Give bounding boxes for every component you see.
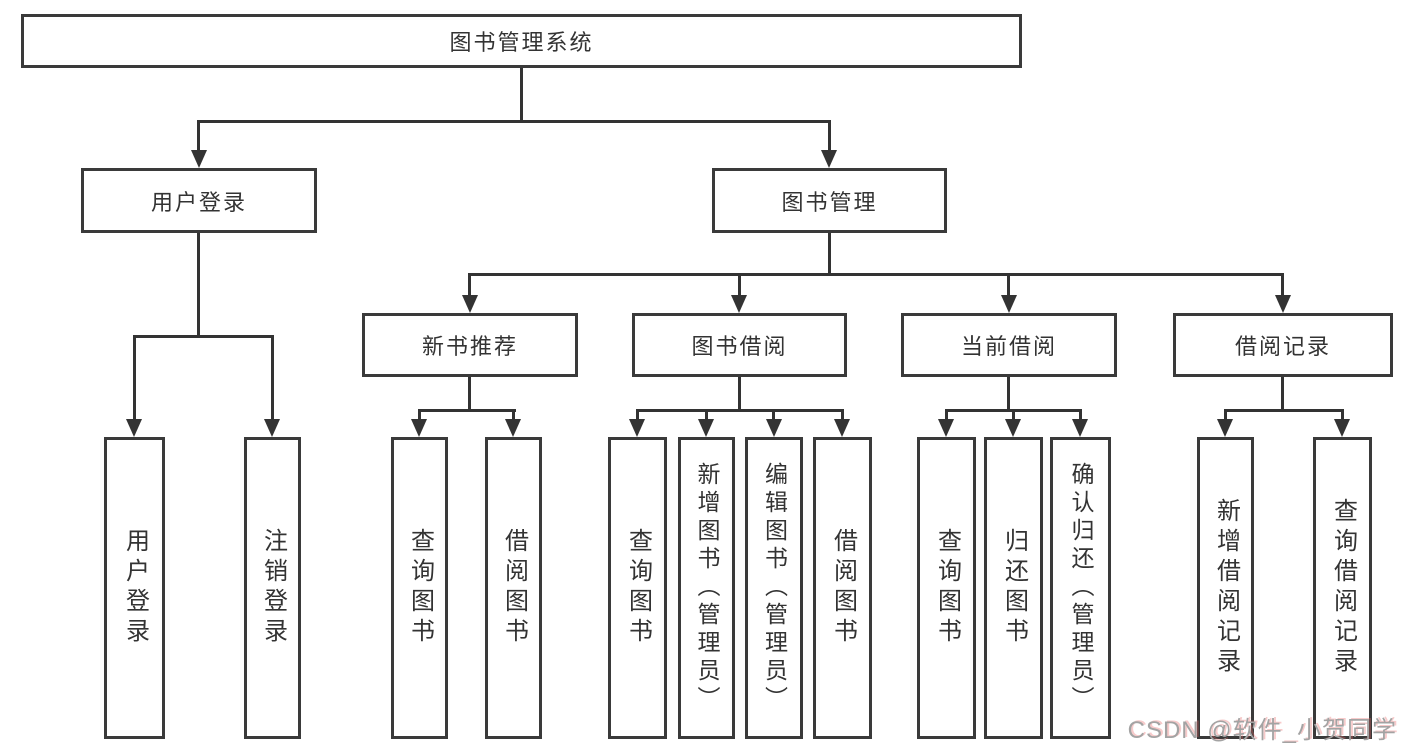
node-label: 借阅图书 (829, 528, 857, 648)
arrowhead-br-query (1334, 419, 1350, 437)
node-user-login: 用户登录 (81, 168, 317, 233)
node-book-management: 图书管理 (712, 168, 947, 233)
arrowhead-cb-confirm (1072, 419, 1088, 437)
node-label: 注销登录 (259, 528, 287, 648)
node-label: 当前借阅 (960, 334, 1057, 359)
leaf-user-login: 用户登录 (104, 437, 165, 739)
leaf-cb-confirm-return-admin: 确认归还（管理员） (1050, 437, 1111, 739)
node-label: 新增图书（管理员） (694, 462, 720, 714)
arrowhead-logout-leaf (264, 419, 280, 437)
arrowhead-user-login (191, 150, 207, 168)
arrowhead-login-leaf (126, 419, 142, 437)
edge-book-mgmt-stem (828, 233, 831, 276)
node-label: 图书借阅 (691, 334, 788, 359)
edge-drop-cb-query (945, 412, 948, 422)
edge-root-stem (520, 68, 523, 123)
arrowhead-borrow-records (1275, 295, 1291, 313)
leaf-bb-borrow-books: 借阅图书 (813, 437, 872, 739)
edge-user-login-rail (133, 335, 274, 338)
edge-drop-br-query (1341, 412, 1344, 422)
edge-drop-bb-edit (772, 412, 775, 422)
node-label: 确认归还（管理员） (1068, 462, 1094, 714)
leaf-logout: 注销登录 (244, 437, 301, 739)
node-label: 查询图书 (406, 528, 434, 648)
edge-book-mgmt-rail (468, 273, 1284, 276)
edge-book-borrow-rail (636, 409, 844, 412)
node-label: 用户登录 (150, 189, 247, 215)
edge-drop-cb-confirm (1079, 412, 1082, 422)
edge-current-borrow-rail (945, 409, 1082, 412)
edge-root-rail (197, 120, 831, 123)
leaf-nb-borrow-books: 借阅图书 (485, 437, 542, 739)
node-borrow-records: 借阅记录 (1173, 313, 1393, 377)
arrowhead-bb-add (698, 419, 714, 437)
arrowhead-nb-borrow (505, 419, 521, 437)
node-label: 借阅图书 (500, 528, 528, 648)
csdn-watermark: CSDN @软件_小贺同学 (1127, 717, 1397, 744)
leaf-br-add-record: 新增借阅记录 (1197, 437, 1254, 739)
edge-borrow-records-stem (1281, 377, 1284, 412)
edge-book-borrow-stem (738, 377, 741, 412)
edge-drop-cb-return (1012, 412, 1015, 422)
node-label: 归还图书 (1000, 528, 1028, 648)
edge-drop-book-borrow (738, 276, 741, 297)
leaf-cb-return-books: 归还图书 (984, 437, 1043, 739)
node-new-book-recommend: 新书推荐 (362, 313, 578, 377)
edge-drop-login-leaf (133, 338, 136, 422)
arrowhead-cb-query (938, 419, 954, 437)
node-label: 查询图书 (624, 528, 652, 648)
node-label: 查询借阅记录 (1329, 498, 1357, 678)
node-label: 借阅记录 (1234, 334, 1331, 359)
leaf-cb-query-books: 查询图书 (917, 437, 976, 739)
edge-drop-current-borrow (1007, 276, 1010, 297)
arrowhead-current-borrow (1001, 295, 1017, 313)
arrowhead-nb-query (411, 419, 427, 437)
edge-drop-logout-leaf (271, 338, 274, 422)
arrowhead-br-add (1217, 419, 1233, 437)
arrowhead-book-borrow (731, 295, 747, 313)
edge-drop-bb-add (705, 412, 708, 422)
arrowhead-bb-borrow (834, 419, 850, 437)
node-current-borrow: 当前借阅 (901, 313, 1117, 377)
node-label: 编辑图书（管理员） (761, 462, 788, 714)
edge-drop-new-book (468, 276, 471, 297)
node-label: 新增借阅记录 (1212, 498, 1240, 678)
arrowhead-new-book (462, 295, 478, 313)
edge-drop-user-login (197, 123, 200, 152)
edge-borrow-records-rail (1224, 409, 1344, 412)
edge-drop-bb-borrow (841, 412, 844, 422)
edge-current-borrow-stem (1007, 377, 1010, 412)
node-label: 新书推荐 (421, 334, 518, 359)
leaf-bb-query-books: 查询图书 (608, 437, 667, 739)
node-library-management-system: 图书管理系统 (21, 14, 1022, 68)
edge-drop-br-add (1224, 412, 1227, 422)
leaf-bb-add-books-admin: 新增图书（管理员） (678, 437, 735, 739)
edge-drop-bb-query (636, 412, 639, 422)
edge-user-login-stem (197, 233, 200, 338)
edge-drop-book-management (828, 123, 831, 152)
node-book-borrow: 图书借阅 (632, 313, 847, 377)
arrowhead-bb-edit (766, 419, 782, 437)
node-label: 查询图书 (933, 528, 961, 648)
node-label: 图书管理 (781, 189, 878, 215)
edge-drop-borrow-records (1281, 276, 1284, 297)
arrowhead-book-management (821, 150, 837, 168)
edge-drop-nb-borrow (512, 412, 515, 422)
node-label: 图书管理系统 (449, 30, 594, 55)
arrowhead-cb-return (1005, 419, 1021, 437)
node-label: 用户登录 (121, 528, 149, 648)
edge-new-book-stem (468, 377, 471, 412)
leaf-bb-edit-books-admin: 编辑图书（管理员） (745, 437, 803, 739)
edge-drop-nb-query (418, 412, 421, 422)
leaf-nb-query-books: 查询图书 (391, 437, 448, 739)
arrowhead-bb-query (629, 419, 645, 437)
leaf-br-query-record: 查询借阅记录 (1313, 437, 1372, 739)
edge-new-book-rail (418, 409, 516, 412)
